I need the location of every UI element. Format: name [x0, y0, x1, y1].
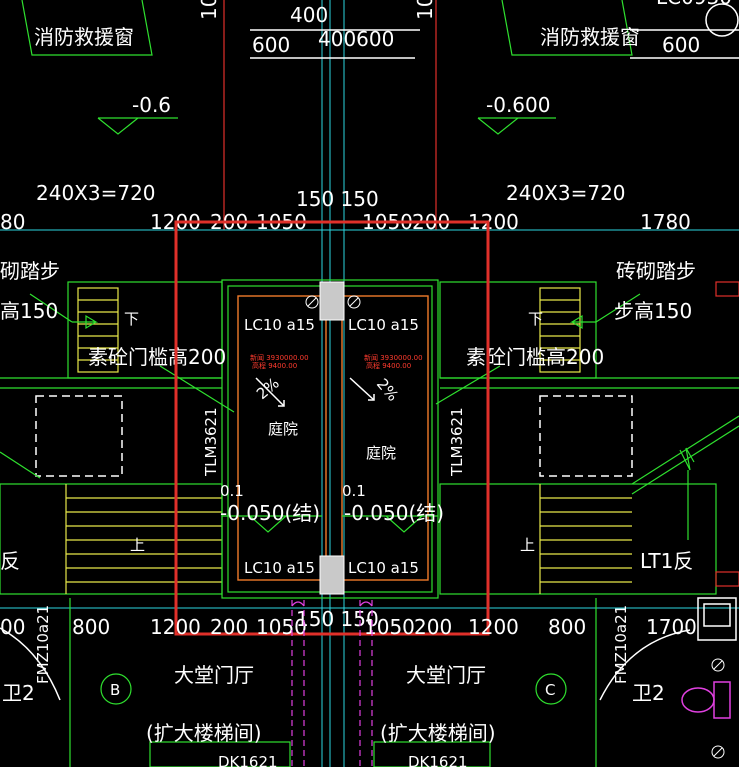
dim-top-600: 600: [252, 33, 290, 57]
stair-left: (扩大楼梯间): [146, 721, 262, 745]
bottom-dimension-row: 00 800 1200 200 1050 150 150 1050 200 12…: [0, 607, 697, 639]
bottom-dim-left-4: 1050: [256, 615, 307, 639]
elevation-left: -0.050(结): [220, 501, 320, 525]
level-marks: -0.6 -0.600: [97, 93, 556, 135]
fm-left: FMZ10a21: [34, 605, 52, 684]
lt1-label: LT1反: [640, 549, 693, 573]
dim-top-400: 400: [290, 3, 328, 27]
row-dim-left-0: 80: [0, 210, 25, 234]
brick-step-right: 砖砌踏步: [616, 259, 696, 283]
clip-text-left: 10: [197, 0, 221, 20]
lc-bottom-right: LC10 a15: [348, 559, 419, 577]
up-left: 上: [130, 536, 145, 554]
value-01-left: 0.1: [220, 482, 244, 500]
tlm-right: TLM3621: [448, 407, 466, 477]
red-note-right-1: 新闻 3930000.00: [364, 353, 423, 362]
red-note-left-2: 高程 9400.00: [252, 361, 297, 370]
bottom-dim-150-150: 150 150: [296, 607, 379, 631]
fire-window-label-left: 消防救援窗: [34, 25, 134, 49]
dim-top-right-600: 600: [662, 33, 700, 57]
dk-left: DK1621: [218, 753, 278, 767]
red-note-left-1: 新闻 3930000.00: [250, 353, 309, 362]
level-right: -0.600: [486, 93, 550, 117]
wc-left: 卫2: [2, 681, 35, 705]
elevation-right: -0.050(结): [344, 501, 444, 525]
wc-right: 卫2: [632, 681, 665, 705]
brick-step-left: 砌踏步: [0, 259, 60, 283]
lobby-left: 大堂门厅: [174, 663, 254, 687]
bottom-dim-left-1: 800: [72, 615, 110, 639]
threshold-left: 素砼门槛高200: [88, 345, 226, 369]
down-right: 下: [528, 310, 543, 328]
slope-right: 2%: [373, 375, 402, 405]
down-left: 下: [124, 310, 139, 328]
stair-right: (扩大楼梯间): [380, 721, 496, 745]
lobby-right: 大堂门厅: [406, 663, 486, 687]
lc-top-left: LC10 a15: [244, 316, 315, 334]
row-dim-right-3: 1780: [640, 210, 691, 234]
axis-b: B: [110, 681, 120, 699]
dk-right: DK1621: [408, 753, 468, 767]
value-01-right: 0.1: [342, 482, 366, 500]
bottom-dim-right-2: 1200: [468, 615, 519, 639]
fm-right: FMZ10a21: [612, 605, 630, 684]
bottom-dim-left-2: 1200: [150, 615, 201, 639]
up-right: 上: [520, 536, 535, 554]
bottom-dim-right-3: 800: [548, 615, 586, 639]
lc-bottom-left: LC10 a15: [244, 559, 315, 577]
clip-text-right: 10: [413, 0, 437, 20]
step-dim-left: 240X3=720: [36, 181, 156, 205]
bottom-area: B C FMZ10a21 FMZ10a21 卫2 卫2 大堂门厅 大堂门厅 (扩…: [0, 597, 737, 767]
level-left: -0.6: [132, 93, 171, 117]
top-fire-windows: 消防救援窗 消防救援窗 400 600 400600 600 10 10 LC0…: [21, 0, 739, 59]
highlight-box: [174, 220, 490, 636]
step-height-left: 高150: [0, 299, 58, 323]
tlm-left: TLM3621: [202, 407, 220, 477]
edge-fan-left: 反: [0, 549, 20, 573]
clip-text-far-right: LC0930: [656, 0, 732, 9]
dim-150-150-top: 150 150: [296, 187, 379, 211]
dim-top-400600: 400600: [318, 27, 394, 51]
fire-window-label-right: 消防救援窗: [540, 25, 640, 49]
axis-c: C: [545, 681, 555, 699]
bottom-dim-right-4: 1700: [646, 615, 697, 639]
bottom-dim-left-3: 200: [210, 615, 248, 639]
step-dim-right: 240X3=720: [506, 181, 626, 205]
top-dimension-row: 240X3=720 240X3=720 150 150 80 1200 200 …: [0, 181, 691, 234]
red-note-right-2: 高程 9400.00: [366, 361, 411, 370]
bottom-dim-left-0: 00: [0, 615, 25, 639]
step-height-right: 步高150: [614, 299, 692, 323]
left-stairs: 砌踏步 高150 下 上 反: [0, 259, 223, 595]
right-stairs: 砖砌踏步 步高150 下 上 LT1反: [439, 259, 739, 595]
slope-left: 2%: [253, 374, 283, 403]
lc-top-right: LC10 a15: [348, 316, 419, 334]
bottom-dim-right-1: 200: [414, 615, 452, 639]
courtyard-right: 庭院: [366, 444, 396, 462]
courtyard-left: 庭院: [268, 420, 298, 438]
